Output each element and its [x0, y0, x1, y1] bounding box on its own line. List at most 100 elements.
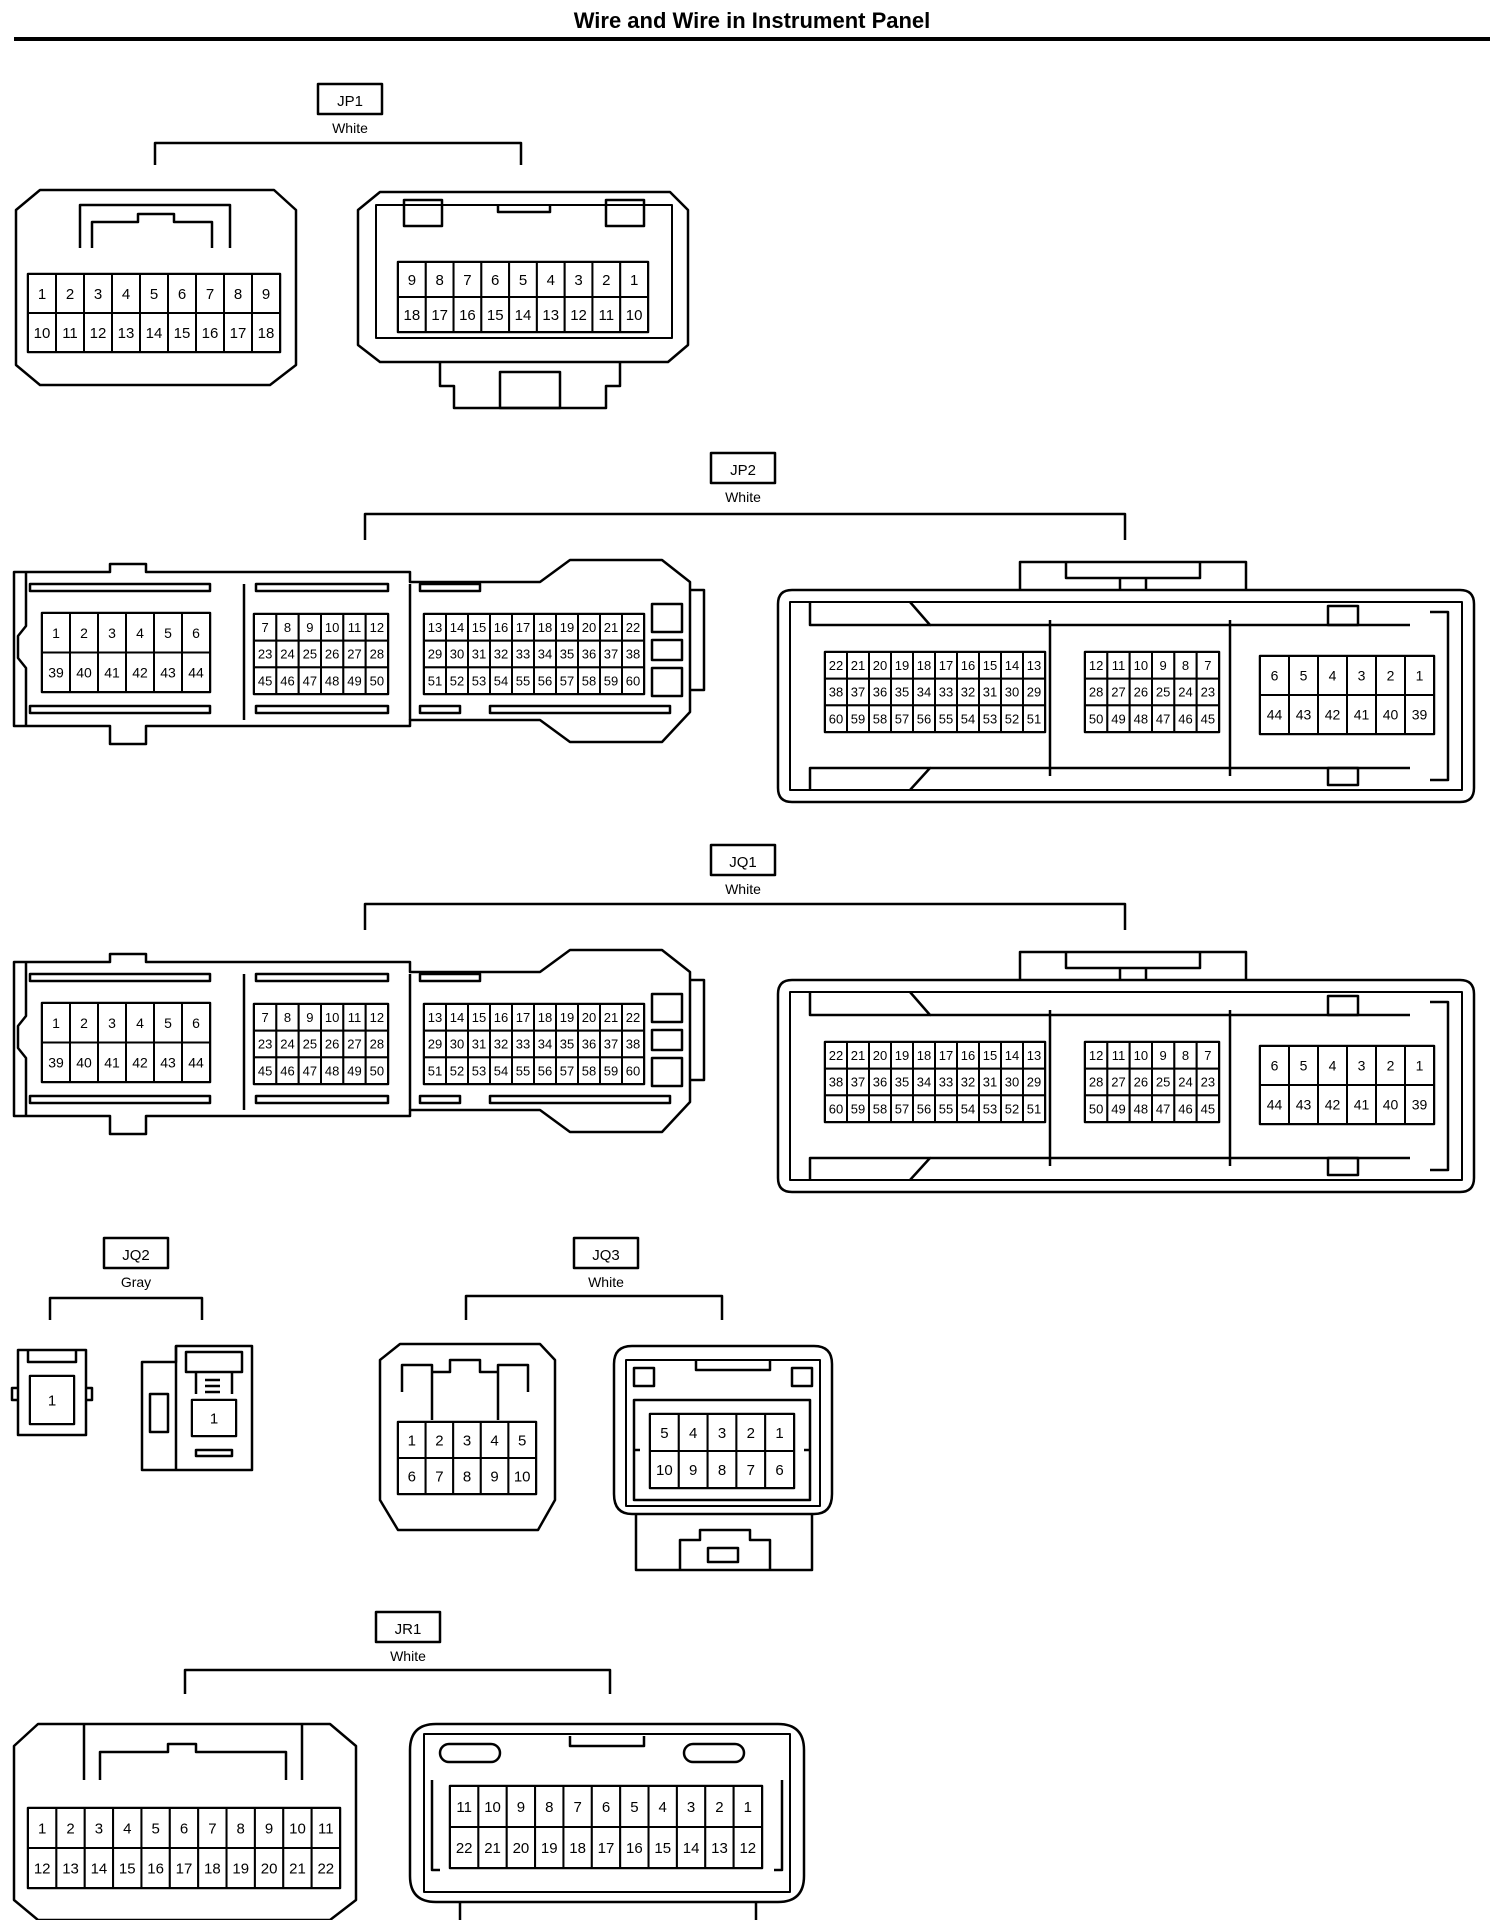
pin-number: 8	[435, 272, 443, 289]
jp1-bracket	[153, 141, 523, 165]
pin-number: 31	[472, 1037, 486, 1052]
pin-number: 25	[303, 1037, 317, 1052]
pin-number: 42	[1325, 1097, 1341, 1113]
pin-number: 10	[34, 325, 51, 342]
pin-number: 43	[1296, 1097, 1312, 1113]
pin-number: 34	[917, 1075, 931, 1090]
pin-cell	[505, 1785, 537, 1828]
pin-number: 4	[123, 1820, 131, 1837]
pin-number: 11	[318, 1820, 334, 1837]
pin-number: 54	[494, 1063, 508, 1078]
jp1-color: White	[332, 120, 368, 136]
pin-number: 15	[654, 1840, 671, 1857]
jq3-id: JQ3	[592, 1247, 620, 1264]
pin-number: 15	[983, 1048, 997, 1063]
pin-number: 1	[408, 1432, 416, 1449]
pin-number: 4	[547, 272, 555, 289]
pin-number: 13	[428, 1010, 442, 1025]
pin-number: 2	[80, 625, 88, 641]
pin-number: 5	[630, 1799, 638, 1816]
pin-number: 7	[262, 1010, 269, 1025]
pin-number: 24	[280, 1037, 294, 1052]
pin-cell	[1346, 1045, 1377, 1086]
pin-number: 37	[604, 647, 618, 662]
pin-number: 38	[829, 1075, 843, 1090]
pin-number: 9	[265, 1820, 273, 1837]
pin-number: 48	[1134, 1101, 1148, 1116]
pin-number: 49	[347, 1063, 361, 1078]
pin-number: 8	[463, 1468, 471, 1485]
pin-number: 29	[1027, 1075, 1041, 1090]
pin-cell	[27, 273, 57, 314]
pin-number: 36	[582, 1037, 596, 1052]
pin-number: 25	[303, 647, 317, 662]
pin-cell	[479, 1457, 510, 1495]
pin-number: 17	[939, 1048, 953, 1063]
pin-number: 13	[1027, 658, 1041, 673]
pin-number: 42	[132, 664, 148, 680]
pin-cell	[1317, 694, 1348, 735]
pin-number: 12	[370, 620, 384, 635]
pin-cell	[223, 312, 253, 353]
pin-number: 35	[560, 647, 574, 662]
pin-number: 5	[150, 286, 158, 303]
pin-number: 22	[626, 620, 640, 635]
pin-number: 25	[1156, 685, 1170, 700]
pin-cell	[621, 1056, 645, 1086]
jp2-bracket	[363, 512, 1127, 540]
pin-number: 16	[202, 325, 219, 342]
pin-number: 8	[284, 620, 291, 635]
pin-cell	[41, 1002, 71, 1044]
pin-number: 46	[1178, 1101, 1192, 1116]
pin-cell	[153, 612, 183, 654]
jr1-bracket	[183, 1668, 612, 1694]
jq1-id: JQ1	[729, 854, 757, 871]
jp1-label-group: JP1 White	[153, 82, 523, 165]
pin-number: 37	[604, 1037, 618, 1052]
pin-cell	[1404, 1045, 1435, 1086]
pin-number: 13	[1027, 1048, 1041, 1063]
pin-cell	[1346, 694, 1377, 735]
pin-number: 17	[939, 658, 953, 673]
page-title: Wire and Wire in Instrument Panel	[573, 8, 931, 33]
pin-number: 28	[370, 647, 384, 662]
pin-number: 2	[80, 1015, 88, 1031]
pin-cell	[310, 1847, 341, 1889]
jp1-label-box	[316, 82, 384, 116]
pin-number: 43	[160, 1054, 176, 1070]
pin-cell	[364, 1056, 389, 1086]
pin-number: 34	[538, 1037, 552, 1052]
pin-number: 11	[599, 307, 615, 324]
pin-cell	[591, 261, 622, 298]
pin-number: 33	[939, 685, 953, 700]
pin-cell	[452, 261, 483, 298]
pin-number: 39	[48, 1054, 64, 1070]
jq1-label-group: JQ1 White	[363, 843, 1127, 930]
pin-cell	[1288, 1045, 1319, 1086]
pin-cell	[27, 1847, 58, 1889]
pin-number: 6	[1271, 668, 1279, 684]
pin-number: 12	[34, 1860, 51, 1877]
pin-cell	[507, 1421, 537, 1459]
pin-number: 10	[325, 1010, 339, 1025]
pin-number: 14	[1005, 1048, 1019, 1063]
pin-cell	[621, 666, 645, 695]
pin-cell	[1346, 655, 1377, 696]
pin-number: 38	[626, 647, 640, 662]
pin-number: 53	[983, 1101, 997, 1116]
pin-number: 22	[317, 1860, 334, 1877]
pin-number: 56	[538, 1063, 552, 1078]
pin-number: 58	[582, 1063, 596, 1078]
pin-number: 53	[472, 673, 486, 688]
pin-number: 16	[626, 1840, 643, 1857]
pin-number: 15	[119, 1860, 136, 1877]
pin-cell	[1288, 655, 1319, 696]
pin-cell	[251, 312, 281, 353]
pin-number: 6	[192, 625, 200, 641]
pin-number: 44	[188, 1054, 204, 1070]
pin-number: 11	[1112, 658, 1126, 673]
pin-cell	[251, 273, 281, 314]
pin-number: 7	[1204, 1048, 1211, 1063]
pin-number: 24	[1178, 685, 1192, 700]
pin-number: 35	[895, 685, 909, 700]
